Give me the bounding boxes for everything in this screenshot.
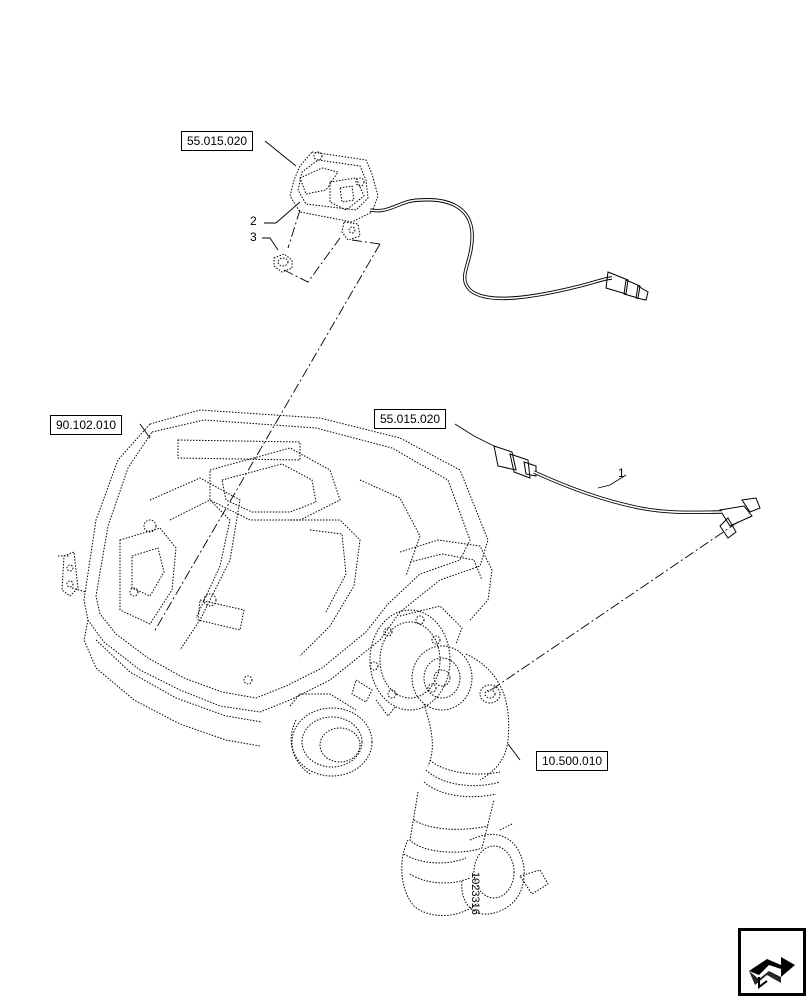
reference-box-sensor[interactable]: 55.015.020 — [374, 409, 447, 429]
callout-item-2: 2 — [250, 214, 257, 228]
elbow-pipe-drawing — [401, 645, 549, 917]
sensor-drawing — [493, 445, 761, 539]
module-connector-end — [605, 271, 649, 301]
callout-item-3: 3 — [250, 230, 257, 244]
reference-box-canister[interactable]: 90.102.010 — [50, 415, 123, 435]
callout-item-1: 1 — [618, 466, 625, 480]
leader-lines — [139, 140, 627, 761]
nut-drawing — [273, 253, 293, 273]
reference-box-sensor-module[interactable]: 55.015.020 — [181, 131, 254, 151]
reference-box-exhaust-pipe[interactable]: 10.500.010 — [536, 751, 609, 771]
sensor-module-drawing — [289, 151, 379, 241]
assembly-lines — [153, 209, 739, 693]
canister-drawing — [58, 409, 493, 777]
next-page-button[interactable] — [738, 928, 806, 996]
embossed-part-number: 1023316 — [469, 872, 481, 915]
next-page-arrow-icon — [749, 957, 795, 989]
